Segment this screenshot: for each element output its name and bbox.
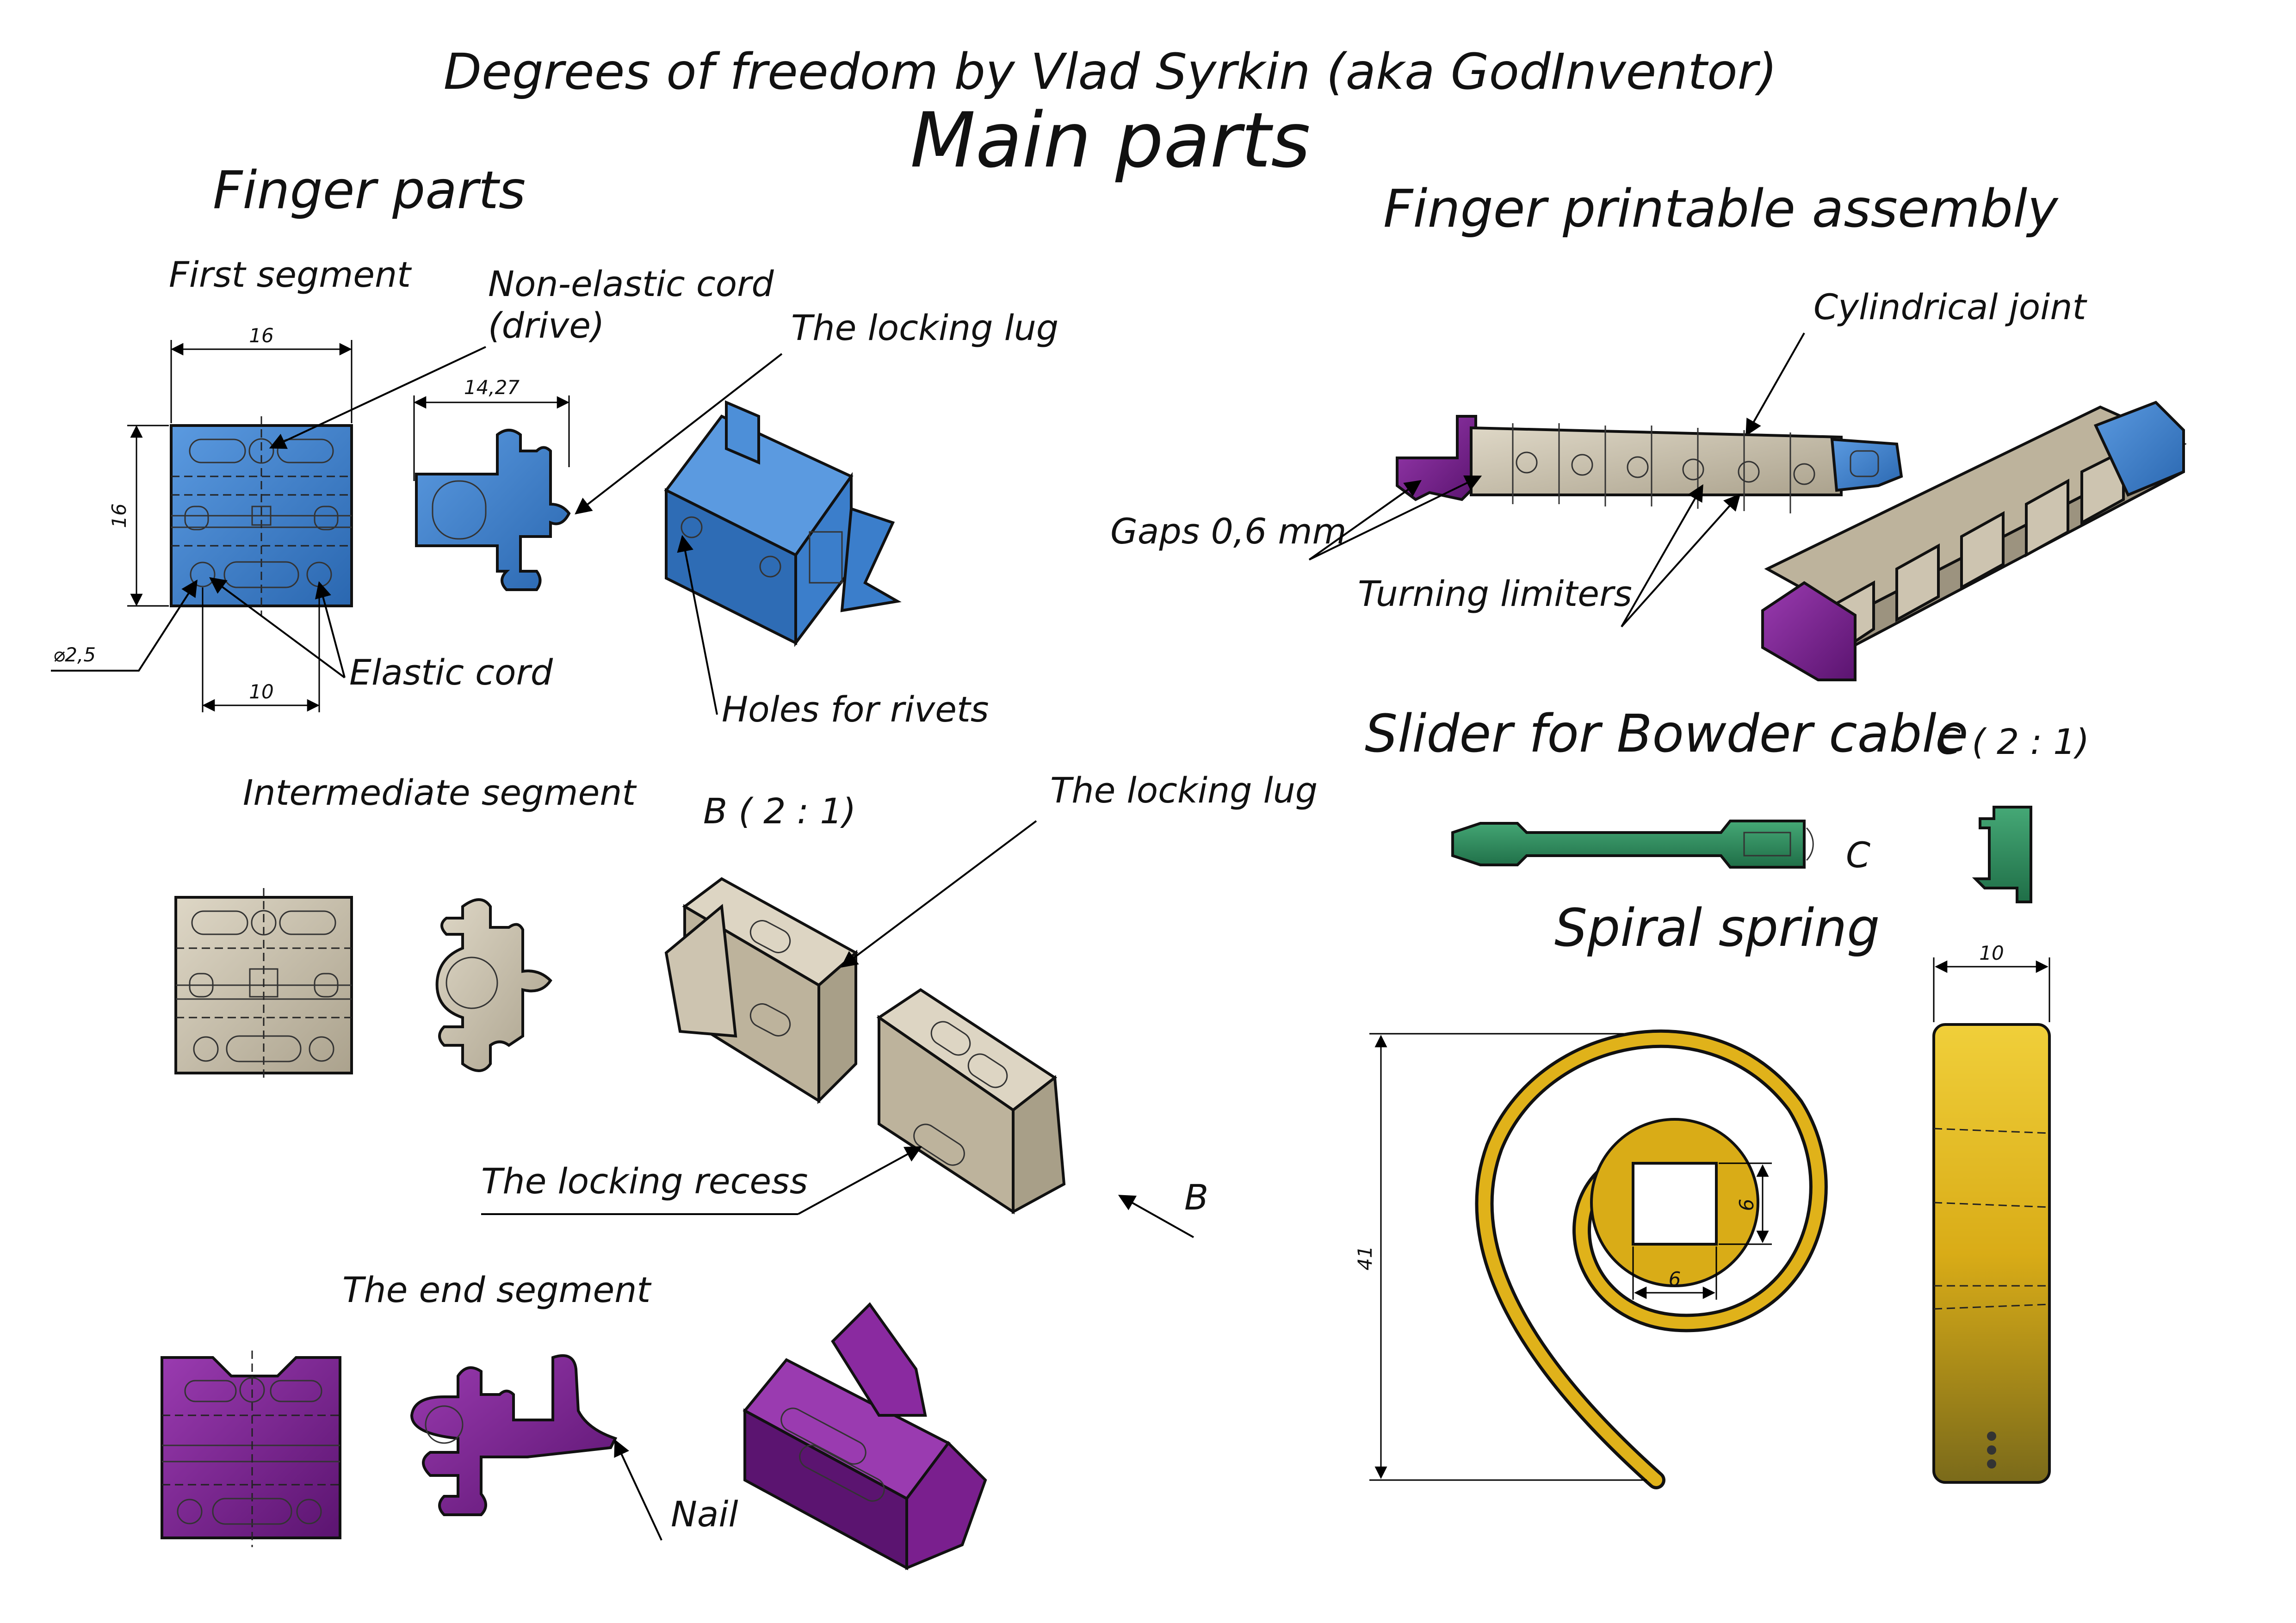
dim-square-width-6: 6 <box>1669 1268 1681 1290</box>
first-segment-label: First segment <box>169 254 412 295</box>
label-locking-lug-2: The locking lug <box>1050 770 1318 811</box>
assembly-isometric-view <box>1761 401 2187 681</box>
dim-side-width: 14,27 <box>464 376 520 399</box>
detail-b-label: B ( 2 : 1) <box>703 790 856 832</box>
dim-hole-diameter: ⌀2,5 <box>53 643 96 666</box>
first-segment-dimensions: 16 16 10 ⌀2,5 <box>51 324 353 712</box>
intermediate-segment-front-view <box>174 888 353 1082</box>
first-segment-side-view: 14,27 <box>413 376 571 591</box>
detail-c-label: C ( 2 : 1) <box>1936 721 2089 762</box>
sheet-subtitle: Main parts <box>910 96 1310 185</box>
label-gaps: Gaps 0,6 mm <box>1110 511 1347 552</box>
intermediate-segment-side-view <box>435 898 552 1072</box>
intermediate-segment-isometric-b <box>876 988 1066 1215</box>
first-segment-isometric <box>664 400 902 647</box>
finger-parts-heading: Finger parts <box>213 160 526 221</box>
view-b-label: B <box>1184 1177 1208 1218</box>
end-segment-isometric <box>743 1302 987 1571</box>
spring-side-view: 10 <box>1932 942 2051 1484</box>
label-turning-limiters: Turning limiters <box>1358 573 1632 614</box>
slider-detail-c <box>1972 806 2032 903</box>
label-non-elastic-cord-1: Non-elastic cord <box>488 263 774 304</box>
sheet-title: Degrees of freedom by Vlad Syrkin (aka G… <box>444 43 1777 101</box>
end-segment-front-view <box>161 1351 341 1547</box>
label-locking-recess: The locking recess <box>481 1160 808 1202</box>
dim-square-height-6: 6 <box>1735 1199 1758 1211</box>
end-segment-side-view <box>410 1354 618 1516</box>
first-segment-front-view <box>170 416 353 615</box>
end-segment-label: The end segment <box>342 1269 652 1310</box>
slider-part: C <box>1451 820 1870 876</box>
label-non-elastic-cord-2: (drive) <box>488 305 605 346</box>
label-elastic-cord: Elastic cord <box>349 652 553 693</box>
dim-width-16: 16 <box>249 324 273 347</box>
label-cylindrical-joint: Cylindrical joint <box>1813 286 2088 327</box>
dim-spring-height-41: 41 <box>1354 1246 1376 1270</box>
slider-heading: Slider for Bowder cable <box>1365 704 1968 764</box>
intermediate-segment-label: Intermediate segment <box>243 772 637 813</box>
dim-spring-width-10: 10 <box>1979 942 2004 964</box>
assembly-heading: Finger printable assembly <box>1383 179 2059 239</box>
label-holes-for-rivets: Holes for rivets <box>722 689 989 730</box>
dim-height-16: 16 <box>108 503 130 528</box>
label-locking-lug-1: The locking lug <box>791 307 1058 348</box>
view-c-label: C <box>1846 834 1870 876</box>
spring-heading: Spiral spring <box>1554 898 1880 958</box>
spring-spiral-view <box>1475 1029 1828 1489</box>
dim-hole-spacing-10: 10 <box>249 680 273 703</box>
spring-dimensions: 41 6 6 <box>1354 1033 1772 1481</box>
intermediate-segment-isometric-a <box>664 877 859 1105</box>
label-nail: Nail <box>671 1493 738 1535</box>
assembly-flat-view <box>1396 415 1903 513</box>
